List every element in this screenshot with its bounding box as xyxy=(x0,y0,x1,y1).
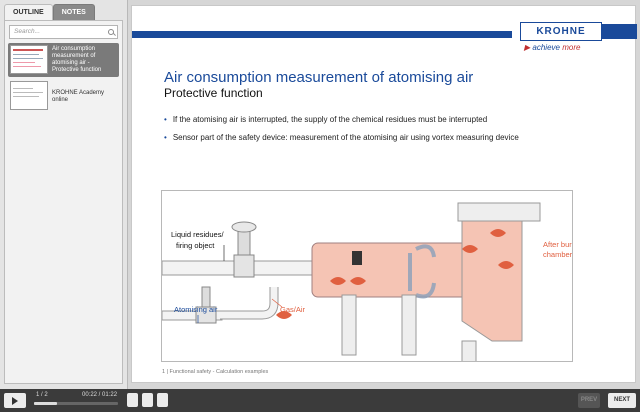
bullet-1: • If the atomising air is interrupted, th… xyxy=(164,115,487,124)
time-display: 00:22 / 01:22 xyxy=(82,392,118,398)
slide-thumbnail xyxy=(10,81,48,110)
outline-panel: Search... Air consumption measurement of… xyxy=(4,20,123,384)
tagline: ▶ achieve more xyxy=(524,43,580,52)
process-diagram: Liquid residues/ firing object Atomising… xyxy=(161,190,573,362)
seek-bar-fill xyxy=(34,402,57,405)
next-button[interactable]: NEXT xyxy=(608,393,636,408)
header-rule xyxy=(132,31,512,38)
label-liquid-residues: Liquid residues/ xyxy=(171,230,224,239)
prev-button[interactable]: PREV xyxy=(578,393,600,408)
label-gas-air: Gas/Air xyxy=(280,305,306,314)
tab-outline[interactable]: OUTLINE xyxy=(4,4,53,20)
tagline-arrow-icon: ▶ xyxy=(524,43,531,52)
sidebar-tabs: OUTLINE NOTES xyxy=(4,4,95,20)
slide-canvas: KROHNE ▶ achieve more Air consumption me… xyxy=(131,5,637,383)
bullet-text: Sensor part of the safety device: measur… xyxy=(172,133,519,142)
tagline-prefix: achieve xyxy=(532,43,560,52)
bullet-dot-icon: • xyxy=(164,133,167,142)
flame-icons xyxy=(276,229,514,319)
bullet-2: • Sensor part of the safety device: measu… xyxy=(164,133,519,142)
label-atomising-air: Atomising air xyxy=(174,305,218,314)
label-chamber: chamber xyxy=(543,250,573,259)
seek-bar[interactable] xyxy=(34,402,118,405)
bullet-dot-icon: • xyxy=(164,115,167,124)
slide-counter: 1 / 2 xyxy=(36,392,48,398)
slide-subtitle: Protective function xyxy=(164,86,263,100)
play-icon[interactable] xyxy=(4,393,26,408)
logo-bar-icon xyxy=(602,24,637,39)
fullscreen-icon[interactable] xyxy=(157,393,168,407)
search-placeholder: Search... xyxy=(14,28,41,35)
search-icon[interactable] xyxy=(108,29,114,35)
slide-thumbnail xyxy=(10,45,48,74)
label-firing-object: firing object xyxy=(176,241,215,250)
tab-notes[interactable]: NOTES xyxy=(52,4,95,20)
tagline-suffix: more xyxy=(562,43,581,52)
volume-icon[interactable] xyxy=(142,393,153,407)
control-valve-icon xyxy=(231,221,257,278)
slide-title: Air consumption measurement of atomising… xyxy=(164,69,474,86)
replay-icon[interactable] xyxy=(127,393,138,407)
outline-item-label: KROHNE Academy online xyxy=(52,90,105,103)
rotation-arrow-icon xyxy=(408,244,436,299)
outline-item-slide-1[interactable]: Air consumption measurement of atomising… xyxy=(8,43,119,77)
vortex-meter-icon xyxy=(195,286,217,324)
outline-item-slide-2[interactable]: KROHNE Academy online xyxy=(8,79,119,113)
bullet-text: If the atomising air is interrupted, the… xyxy=(172,115,488,124)
sidebar: OUTLINE NOTES Search... Air consumption … xyxy=(0,0,128,389)
search-input[interactable]: Search... xyxy=(9,25,118,39)
player-controls: 1 / 2 00:22 / 01:22 PREV NEXT xyxy=(0,389,640,412)
krohne-logo: KROHNE xyxy=(520,22,602,41)
label-after-burning: After burning xyxy=(543,240,573,249)
outline-item-label: Air consumption measurement of atomising… xyxy=(52,46,102,73)
slide-footer: 1 | Functional safety - Calculation exam… xyxy=(162,369,269,375)
